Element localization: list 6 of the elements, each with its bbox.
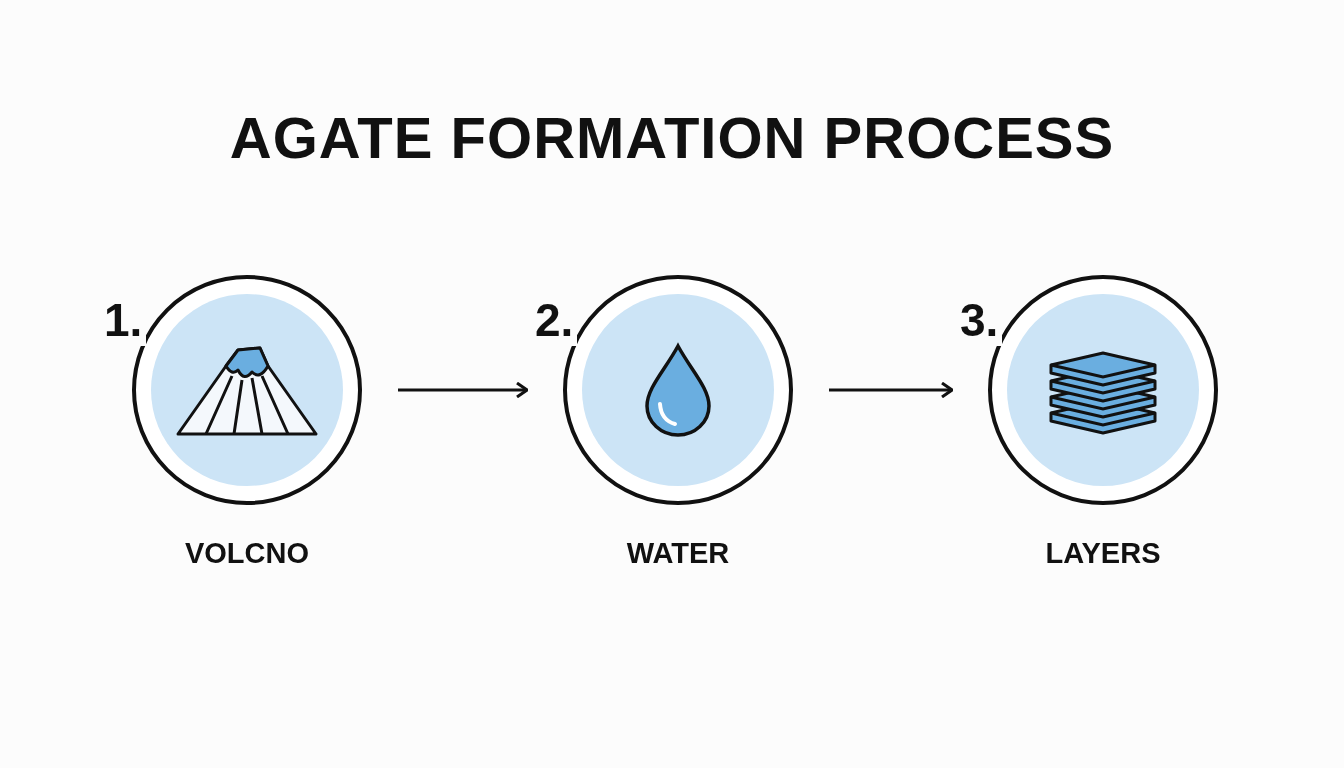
- arrow: [398, 381, 529, 399]
- step-label: LAYERS: [1045, 537, 1161, 570]
- step-label: WATER: [626, 537, 730, 570]
- diagram-title: AGATE FORMATION PROCESS: [229, 104, 1115, 171]
- step-label: VOLCNO: [184, 537, 310, 570]
- arrow: [829, 381, 954, 399]
